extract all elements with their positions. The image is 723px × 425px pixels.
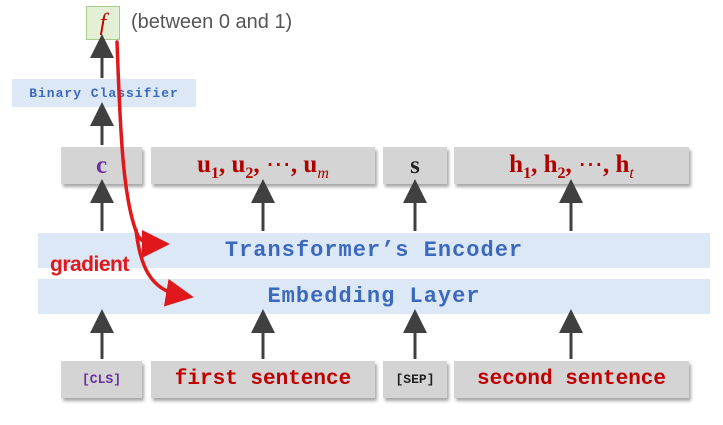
input-first-sentence-label: first sentence bbox=[174, 368, 352, 391]
output-u-box: u1, u2, ⋯, um bbox=[151, 147, 375, 184]
input-second-sentence-box: second sentence bbox=[454, 361, 689, 398]
input-cls-box: [CLS] bbox=[61, 361, 142, 398]
transformer-encoder-label: Transformer’s Encoder bbox=[224, 238, 524, 263]
embedding-layer-bar: Embedding Layer bbox=[38, 279, 710, 314]
transformer-encoder-bar: Transformer’s Encoder bbox=[38, 233, 710, 268]
output-u-sequence: u1, u2, ⋯, um bbox=[197, 150, 329, 182]
input-sep-label: [SEP] bbox=[395, 372, 435, 387]
embedding-layer-label: Embedding Layer bbox=[267, 284, 481, 309]
output-s-label: s bbox=[410, 151, 420, 179]
output-f-symbol: f bbox=[99, 9, 107, 36]
gradient-label: gradient bbox=[50, 253, 129, 276]
gradient-arrow-to-encoder bbox=[115, 40, 170, 258]
input-cls-label: [CLS] bbox=[81, 372, 121, 387]
output-s-box: s bbox=[383, 147, 447, 184]
output-range-note: (between 0 and 1) bbox=[131, 11, 293, 33]
binary-classifier-box: Binary Classifier bbox=[12, 79, 196, 107]
input-second-sentence-label: second sentence bbox=[476, 368, 667, 391]
output-h-box: h1, h2, ⋯, ht bbox=[454, 147, 689, 184]
gradient-arrow-to-embedding bbox=[134, 228, 194, 307]
binary-classifier-label: Binary Classifier bbox=[29, 85, 179, 101]
output-h-sequence: h1, h2, ⋯, ht bbox=[509, 150, 634, 182]
output-c-box: c bbox=[61, 147, 142, 184]
input-first-sentence-box: first sentence bbox=[151, 361, 375, 398]
input-sep-box: [SEP] bbox=[383, 361, 447, 398]
output-c-label: c bbox=[95, 151, 108, 179]
